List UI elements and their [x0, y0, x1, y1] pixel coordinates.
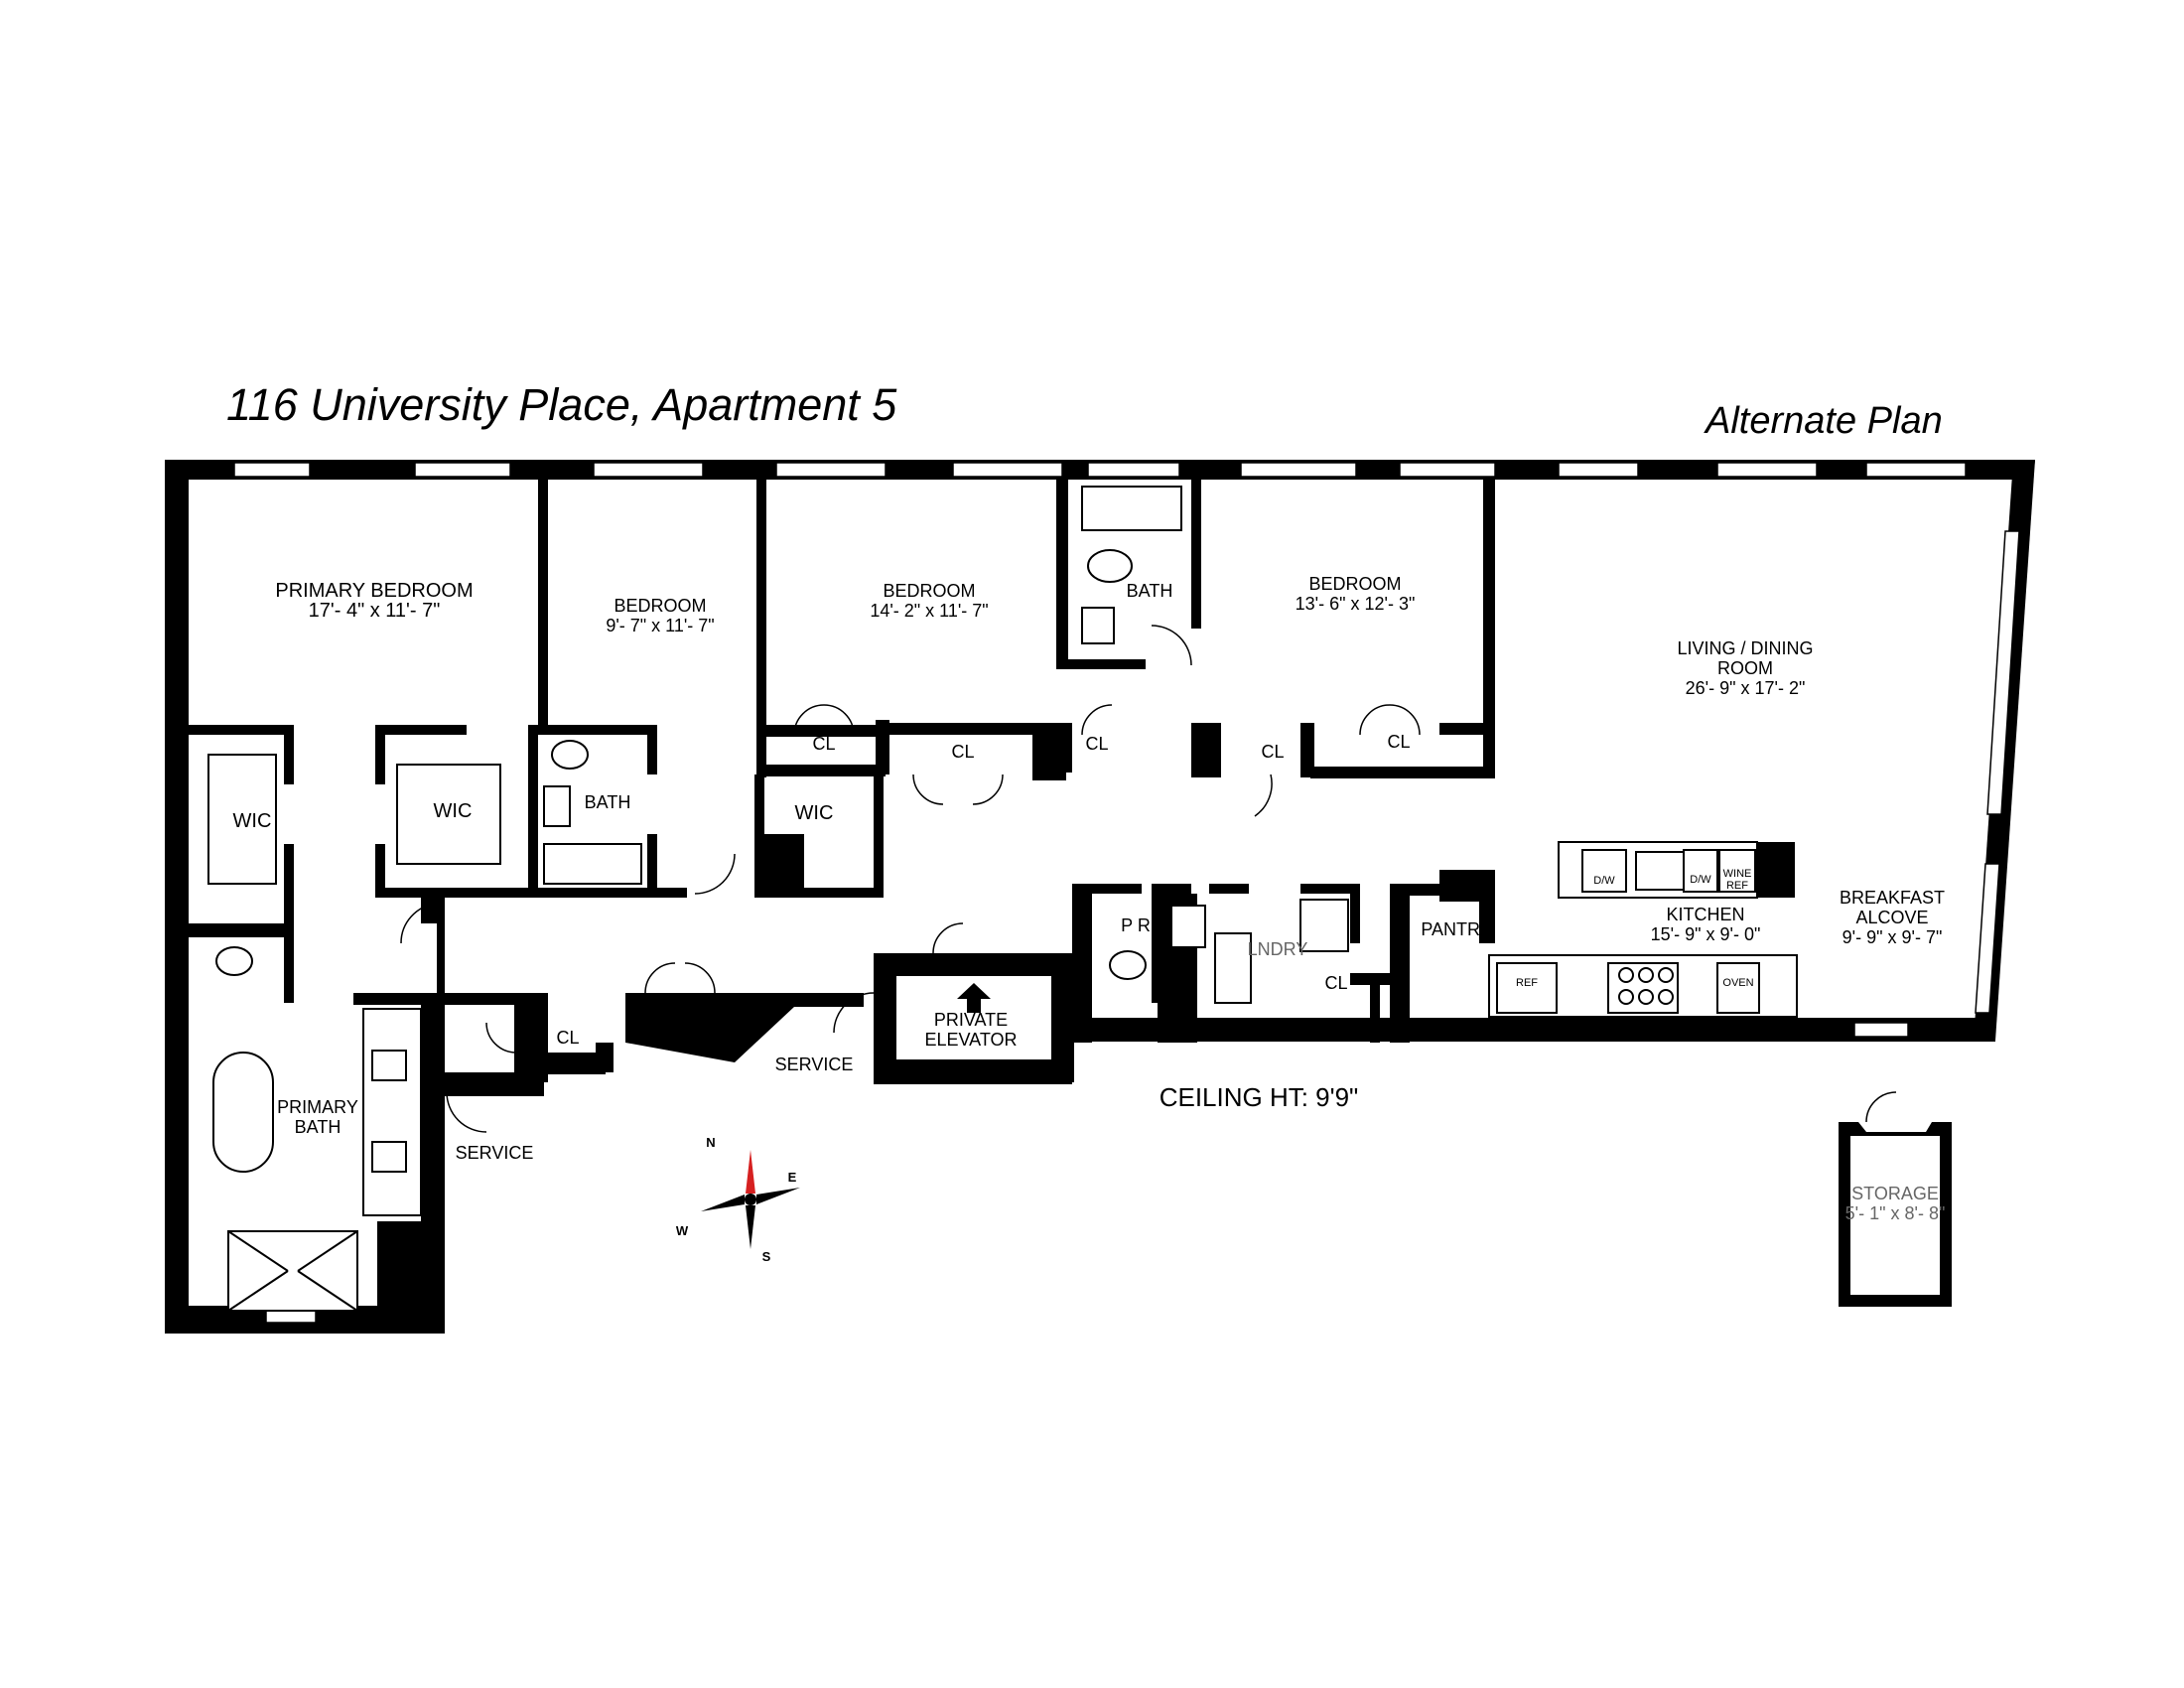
wic-2-label: WIC — [433, 800, 473, 822]
living-dining-label: LIVING / DINING ROOM 26'- 9" x 17'- 2" — [1677, 638, 1813, 698]
room-dims: 9'- 7" x 11'- 7" — [606, 616, 715, 635]
powder-room-label: P R — [1121, 915, 1151, 935]
room-name: PRIMARY BEDROOM — [275, 580, 474, 602]
wic-3-label: WIC — [794, 802, 834, 824]
bath-top-label: BATH — [1126, 581, 1173, 601]
closet-label: CL — [710, 997, 734, 1017]
doors — [400, 625, 1897, 1133]
closet-label: CL — [951, 742, 975, 762]
ref-line: REF — [1725, 880, 1748, 892]
room-dims: 9'- 9" x 9'- 7" — [1842, 927, 1943, 947]
primary-bedroom-label: PRIMARY BEDROOM 17'- 4" x 11'- 7" — [275, 581, 473, 621]
compass-w-label: W — [675, 1223, 689, 1238]
elevator-label: PRIVATE ELEVATOR — [924, 1010, 1017, 1050]
room-dims: 26'- 9" x 17'- 2" — [1685, 678, 1806, 698]
room-name-2: ALCOVE — [1855, 908, 1929, 927]
bath-mid-label: BATH — [584, 792, 631, 812]
dishwasher-label: D/W — [1690, 874, 1711, 886]
dishwasher-label: D/W — [1593, 875, 1615, 887]
compass-s-label: S — [761, 1249, 771, 1264]
closet-label: CL — [1085, 734, 1109, 754]
service-entry-label: SERVICE — [455, 1143, 534, 1163]
room-name: STORAGE — [1851, 1184, 1939, 1203]
compass-n-label: N — [706, 1135, 716, 1150]
bedroom-2-label: BEDROOM 9'- 7" x 11'- 7" — [606, 596, 714, 635]
room-name: BEDROOM — [883, 581, 976, 601]
bedroom-3-label: BEDROOM 14'- 2" x 11'- 7" — [870, 581, 988, 621]
room-name: BEDROOM — [614, 596, 707, 616]
laundry-label: LNDRY — [1247, 939, 1308, 959]
plan-subtitle: Alternate Plan — [1706, 400, 1943, 442]
page-title: 116 University Place, Apartment 5 — [226, 379, 897, 430]
closet-label: CL — [556, 1028, 580, 1048]
room-dims: 15'- 9" x 9'- 0" — [1650, 924, 1761, 944]
room-dims: 5'- 1" x 8'- 8" — [1844, 1203, 1946, 1223]
elevator-box — [894, 974, 1053, 1061]
ceiling-height-note: CEILING HT: 9'9" — [1159, 1082, 1359, 1112]
compass-e-label: E — [787, 1170, 797, 1185]
breakfast-alcove-label: BREAKFAST ALCOVE 9'- 9" x 9'- 7" — [1840, 888, 1945, 947]
room-name: LIVING / DINING — [1677, 638, 1814, 658]
wic-1-label: WIC — [232, 810, 272, 832]
pantry-label: PANTRY — [1421, 919, 1492, 939]
room-name: BREAKFAST — [1839, 888, 1946, 908]
bedroom-4-label: BEDROOM 13'- 6" x 12'- 3" — [1296, 574, 1416, 614]
primary-bath-label: PRIMARY BATH — [277, 1097, 358, 1137]
compass-north-needle — [746, 1150, 755, 1194]
closet-label: CL — [1261, 742, 1285, 762]
kitchen-counters — [1488, 841, 1798, 1018]
room-dims: 14'- 2" x 11'- 7" — [870, 601, 989, 621]
refrigerator-label: REF — [1516, 977, 1538, 989]
windows — [233, 462, 2020, 1324]
room-name-2: ELEVATOR — [924, 1030, 1018, 1050]
room-name: KITCHEN — [1666, 905, 1745, 924]
kitchen-label: KITCHEN 15'- 9" x 9'- 0" — [1651, 905, 1761, 944]
closet-label: CL — [1324, 973, 1348, 993]
wine-line: WINE — [1722, 868, 1752, 880]
storage-label: STORAGE 5'- 1" x 8'- 8" — [1845, 1184, 1946, 1223]
closet-label: CL — [812, 734, 836, 754]
interior-walls — [189, 480, 1795, 1096]
wine-fridge-label: WINE REF — [1723, 868, 1752, 892]
compass-rose-icon — [701, 1150, 800, 1249]
fixtures — [207, 486, 1349, 1312]
room-name-2: BATH — [294, 1117, 341, 1137]
room-name-2: ROOM — [1717, 658, 1773, 678]
storage-box — [1839, 1122, 1952, 1307]
room-name: PRIVATE — [933, 1010, 1009, 1030]
service-entry-label: SERVICE — [774, 1055, 854, 1074]
room-name: PRIMARY — [277, 1097, 358, 1117]
room-name: BEDROOM — [1308, 574, 1402, 594]
room-dims: 13'- 6" x 12'- 3" — [1295, 594, 1416, 614]
closet-label: CL — [1387, 732, 1411, 752]
room-dims: 17'- 4" x 11'- 7" — [308, 600, 441, 622]
oven-label: OVEN — [1722, 977, 1754, 989]
